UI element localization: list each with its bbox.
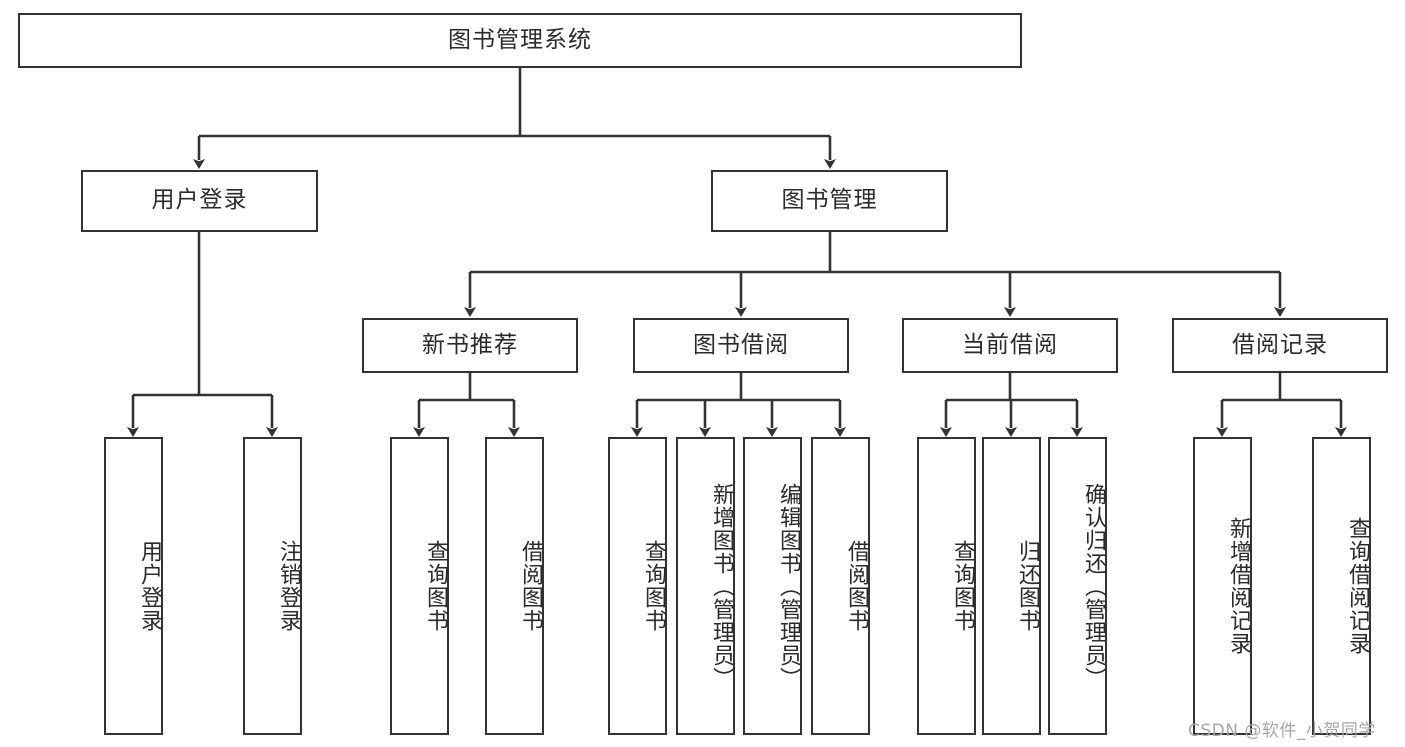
leaf-query-borrow-record-label: 查询借阅记录 xyxy=(1345,517,1370,655)
leaf-user-login-label: 用户登录 xyxy=(137,540,162,632)
node-book-management[interactable]: 图书管理 xyxy=(711,170,948,232)
leaf-return-book-label: 归还图书 xyxy=(1015,540,1040,632)
leaf-query-book-current[interactable]: 查询图书 xyxy=(917,437,976,735)
leaf-confirm-return-admin-label: 确认归还（管理员） xyxy=(1081,482,1106,690)
leaf-edit-book-admin[interactable]: 编辑图书（管理员） xyxy=(743,437,802,735)
leaf-query-book-borrow[interactable]: 查询图书 xyxy=(608,437,667,735)
node-new-book-recommend[interactable]: 新书推荐 xyxy=(362,318,578,373)
node-borrow-record[interactable]: 借阅记录 xyxy=(1172,318,1388,373)
node-current-borrow[interactable]: 当前借阅 xyxy=(902,318,1118,373)
leaf-borrow-book-label: 借阅图书 xyxy=(844,540,869,632)
leaf-confirm-return-admin[interactable]: 确认归还（管理员） xyxy=(1048,437,1107,735)
leaf-add-book-admin[interactable]: 新增图书（管理员） xyxy=(676,437,735,735)
leaf-query-borrow-record[interactable]: 查询借阅记录 xyxy=(1312,437,1371,735)
leaf-query-book-current-label: 查询图书 xyxy=(950,540,975,632)
node-user-login-label: 用户登录 xyxy=(151,187,248,214)
leaf-query-book-recommend-label: 查询图书 xyxy=(423,540,448,632)
leaf-borrow-book-recommend[interactable]: 借阅图书 xyxy=(485,437,544,735)
node-user-login[interactable]: 用户登录 xyxy=(81,170,318,232)
leaf-borrow-book[interactable]: 借阅图书 xyxy=(811,437,870,735)
node-book-borrow[interactable]: 图书借阅 xyxy=(633,318,849,373)
node-book-borrow-label: 图书借阅 xyxy=(693,331,789,358)
node-root-label: 图书管理系统 xyxy=(448,26,592,53)
leaf-add-borrow-record[interactable]: 新增借阅记录 xyxy=(1193,437,1252,735)
leaf-edit-book-admin-label: 编辑图书（管理员） xyxy=(776,482,801,690)
node-book-management-label: 图书管理 xyxy=(781,187,878,214)
node-current-borrow-label: 当前借阅 xyxy=(962,331,1058,358)
leaf-query-book-borrow-label: 查询图书 xyxy=(641,540,666,632)
leaf-return-book[interactable]: 归还图书 xyxy=(982,437,1041,735)
leaf-borrow-book-recommend-label: 借阅图书 xyxy=(518,540,543,632)
csdn-watermark: CSDN @软件_小贺同学 xyxy=(1188,721,1376,741)
leaf-add-borrow-record-label: 新增借阅记录 xyxy=(1226,517,1251,655)
node-new-book-recommend-label: 新书推荐 xyxy=(422,331,518,358)
leaf-logout-label: 注销登录 xyxy=(276,540,301,632)
leaf-logout[interactable]: 注销登录 xyxy=(243,437,302,735)
node-root[interactable]: 图书管理系统 xyxy=(18,13,1022,68)
leaf-user-login[interactable]: 用户登录 xyxy=(104,437,163,735)
node-borrow-record-label: 借阅记录 xyxy=(1232,331,1328,358)
leaf-query-book-recommend[interactable]: 查询图书 xyxy=(390,437,449,735)
leaf-add-book-admin-label: 新增图书（管理员） xyxy=(709,482,734,690)
